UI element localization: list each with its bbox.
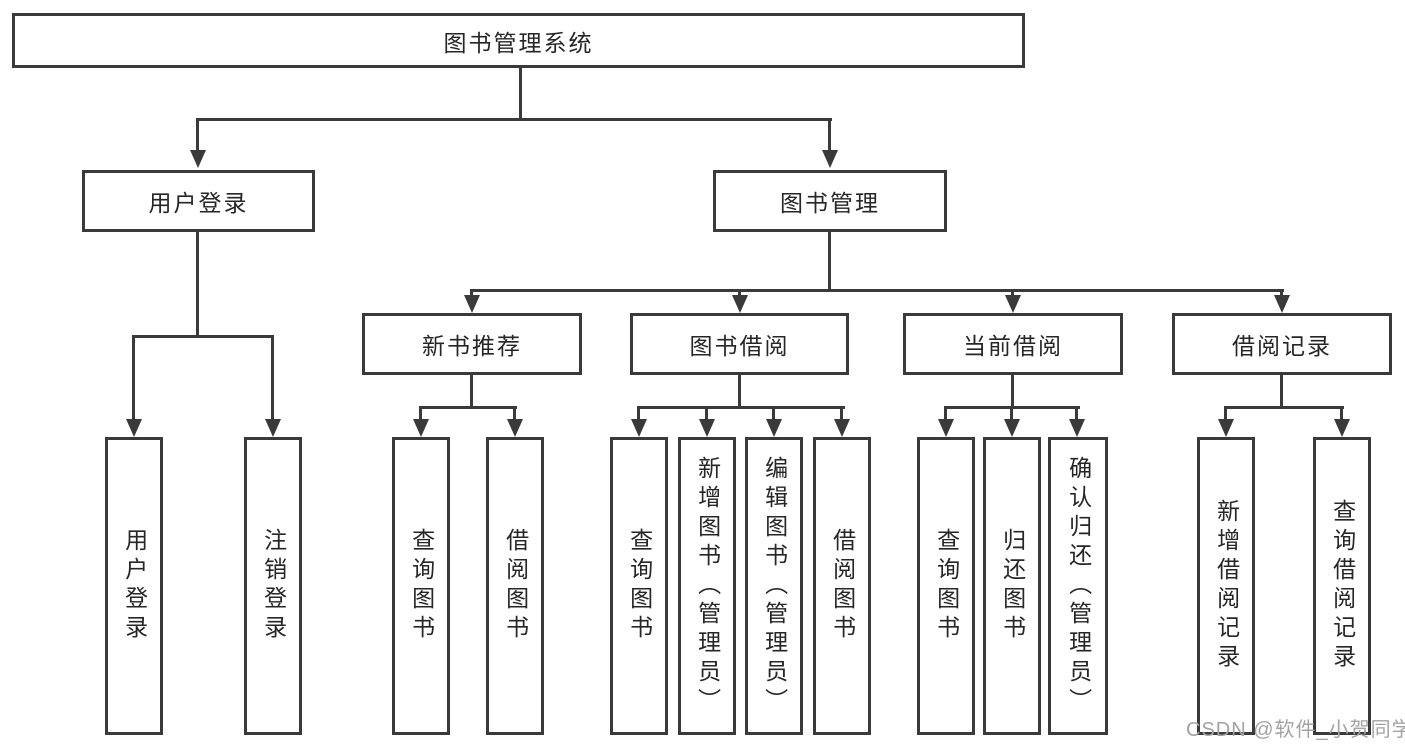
arrowhead-down-icon xyxy=(1069,419,1085,437)
connector-line xyxy=(196,118,832,121)
connector-line xyxy=(772,406,775,421)
arrowhead-down-icon xyxy=(190,150,206,168)
connector-line xyxy=(1224,406,1344,409)
arrowhead-down-icon xyxy=(1004,419,1020,437)
leaf-borrow-books-2: 借阅图书 xyxy=(813,437,871,735)
arrowhead-down-icon xyxy=(938,419,954,437)
connector-line xyxy=(1224,406,1227,421)
leaf-query-books-2: 查询图书 xyxy=(610,437,668,735)
connector-line xyxy=(705,406,708,421)
arrowhead-down-icon xyxy=(413,419,429,437)
leaf-borrow-books-1: 借阅图书 xyxy=(486,437,544,735)
arrowhead-down-icon xyxy=(126,419,142,437)
arrowhead-down-icon xyxy=(834,419,850,437)
arrowhead-down-icon xyxy=(822,150,838,168)
connector-line xyxy=(1280,289,1283,297)
leaf-add-book-admin: 新增图书（管理员） xyxy=(678,437,736,735)
connector-line xyxy=(196,118,199,152)
leaf-query-books-1: 查询图书 xyxy=(392,437,450,735)
node-current-borrow: 当前借阅 xyxy=(903,313,1123,375)
node-borrow-records: 借阅记录 xyxy=(1172,313,1392,375)
connector-line xyxy=(470,375,473,408)
connector-line xyxy=(828,232,831,292)
connector-line xyxy=(944,406,947,421)
leaf-query-borrow-record: 查询借阅记录 xyxy=(1313,437,1371,735)
arrowhead-down-icon xyxy=(766,419,782,437)
connector-line xyxy=(271,335,274,421)
leaf-confirm-return-admin: 确认归还（管理员） xyxy=(1048,437,1108,735)
connector-line xyxy=(470,289,1284,292)
arrowhead-down-icon xyxy=(631,419,647,437)
connector-line xyxy=(738,289,741,297)
node-book-borrow: 图书借阅 xyxy=(630,313,849,375)
connector-line xyxy=(1340,406,1343,421)
leaf-return-book: 归还图书 xyxy=(983,437,1041,735)
csdn-watermark: CSDN @软件_小贺同学 xyxy=(1186,719,1405,741)
connector-line xyxy=(1280,375,1283,408)
arrowhead-down-icon xyxy=(699,419,715,437)
connector-line xyxy=(513,406,516,421)
leaf-user-login: 用户登录 xyxy=(105,437,163,735)
leaf-edit-book-admin: 编辑图书（管理员） xyxy=(745,437,803,735)
connector-line xyxy=(1010,406,1013,421)
connector-line xyxy=(196,232,199,338)
connector-line xyxy=(1011,289,1014,297)
connector-line xyxy=(840,406,843,421)
node-new-book-recommend: 新书推荐 xyxy=(362,313,582,375)
connector-line xyxy=(828,118,831,152)
connector-line xyxy=(637,406,845,409)
node-book-management: 图书管理 xyxy=(713,170,947,232)
connector-line xyxy=(470,289,473,297)
leaf-logout: 注销登录 xyxy=(244,437,302,735)
connector-line xyxy=(1075,406,1078,421)
node-root-library-system: 图书管理系统 xyxy=(12,13,1025,68)
connector-line xyxy=(519,66,522,118)
arrowhead-down-icon xyxy=(464,295,480,313)
connector-line xyxy=(1011,375,1014,408)
leaf-query-books-3: 查询图书 xyxy=(917,437,975,735)
arrowhead-down-icon xyxy=(1005,295,1021,313)
arrowhead-down-icon xyxy=(732,295,748,313)
node-user-login: 用户登录 xyxy=(82,170,315,232)
arrowhead-down-icon xyxy=(1218,419,1234,437)
arrowhead-down-icon xyxy=(1334,419,1350,437)
connector-line xyxy=(132,335,135,421)
connector-line xyxy=(419,406,422,421)
arrowhead-down-icon xyxy=(507,419,523,437)
connector-line xyxy=(738,375,741,408)
leaf-add-borrow-record: 新增借阅记录 xyxy=(1197,437,1255,735)
connector-line xyxy=(637,406,640,421)
arrowhead-down-icon xyxy=(1274,295,1290,313)
connector-line xyxy=(132,335,274,338)
arrowhead-down-icon xyxy=(265,419,281,437)
connector-line xyxy=(419,406,517,409)
